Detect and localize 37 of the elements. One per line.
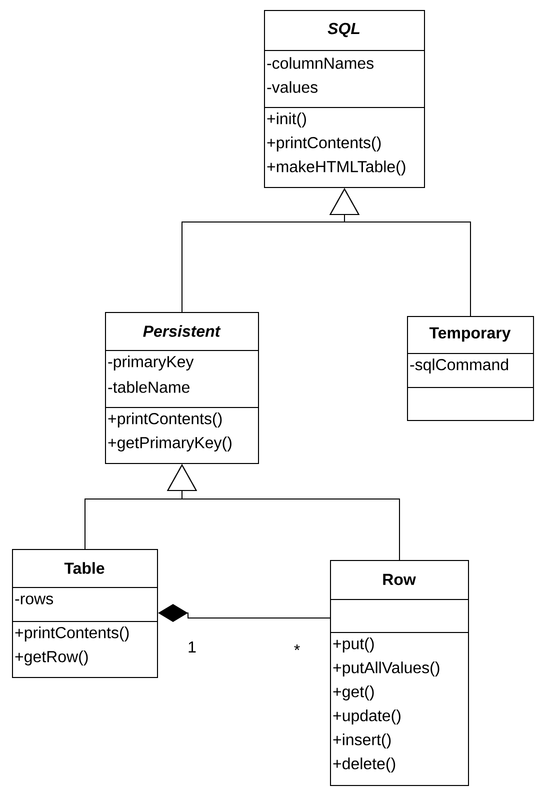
member-text: +getPrimaryKey() xyxy=(108,436,232,452)
compartment xyxy=(407,353,534,388)
member-text: +get() xyxy=(333,686,374,700)
class-name: Temporary xyxy=(429,327,511,342)
member-text: -columnNames xyxy=(267,57,374,69)
member-text: +printContents() xyxy=(267,136,381,152)
member-text: +delete() xyxy=(333,758,396,772)
member-text: +update() xyxy=(333,710,400,724)
member-text: +makeHTMLTable() xyxy=(267,160,406,176)
class-name: SQL xyxy=(328,22,360,38)
multiplicity-label: 1 xyxy=(188,642,196,652)
compartment xyxy=(330,632,469,786)
member-text: -tableName xyxy=(108,381,190,393)
compartment xyxy=(264,50,425,108)
member-text: +put() xyxy=(333,638,374,652)
member-text: +init() xyxy=(267,112,306,128)
compartment xyxy=(105,407,259,464)
member-text: +putAllValues() xyxy=(333,662,440,676)
compartment xyxy=(264,107,425,188)
member-text: -values xyxy=(267,81,318,93)
member-text: -sqlCommand xyxy=(410,358,508,374)
member-text: -primaryKey xyxy=(108,356,194,370)
empty-compartment xyxy=(407,387,534,421)
member-text: +insert() xyxy=(333,734,391,748)
member-text: +printContents() xyxy=(108,412,222,428)
class-name: Persistent xyxy=(143,325,221,337)
member-text: +getRow() xyxy=(15,650,88,666)
composition-line xyxy=(158,604,330,622)
class-name: Row xyxy=(383,574,416,586)
member-text: +printContents() xyxy=(15,626,129,642)
member-text: -rows xyxy=(15,596,54,604)
compartment xyxy=(12,621,158,678)
class-name: Table xyxy=(64,562,104,574)
empty-compartment xyxy=(330,599,469,633)
compartment xyxy=(12,587,158,622)
compartment xyxy=(105,350,259,408)
multiplicity-label: * xyxy=(294,644,300,650)
